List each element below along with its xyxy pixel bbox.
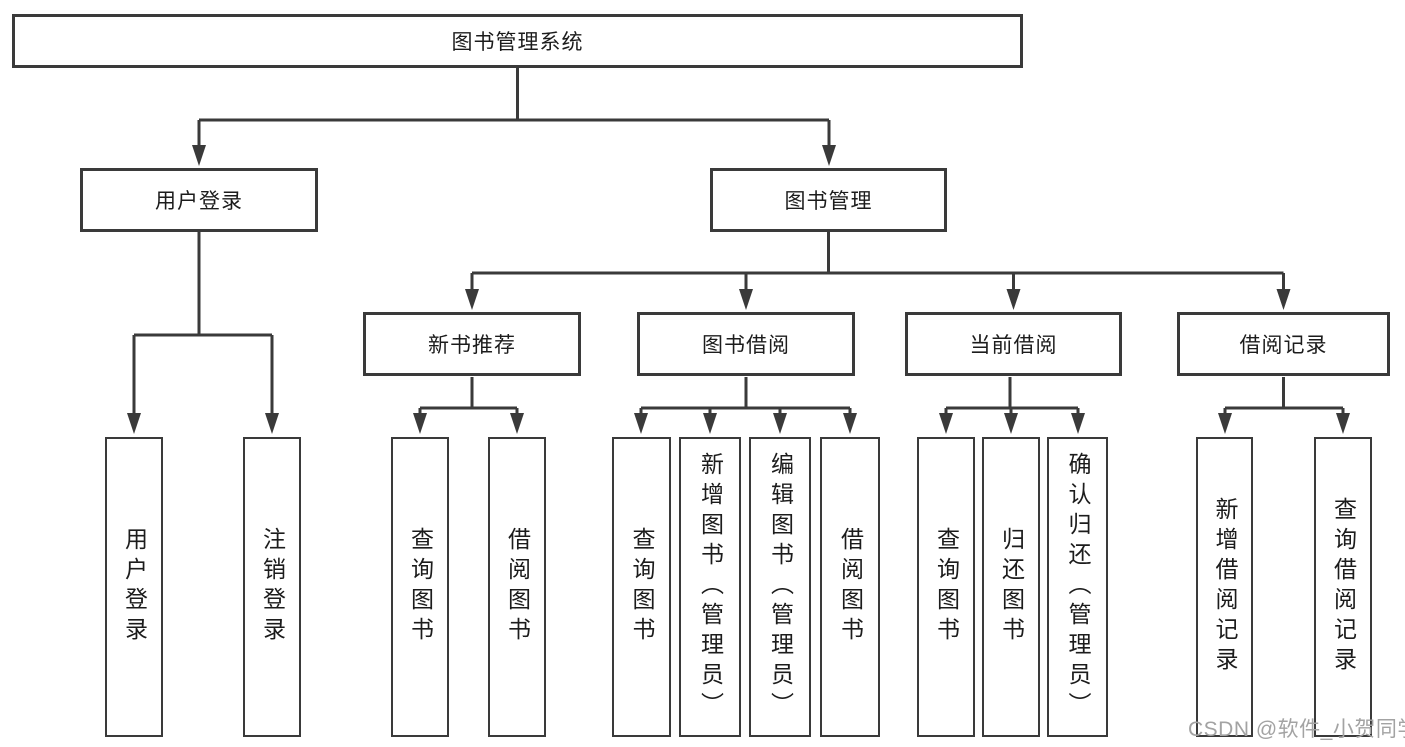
leaf-label: 新增图书（管理员） [697,452,724,722]
node-book-borrow: 图书借阅 [637,312,855,376]
connector-borrow-records [1223,377,1345,418]
leaf-confirm-return-admin: 确认归还（管理员） [1047,437,1108,737]
leaf-add-book-admin: 新增图书（管理员） [679,437,741,737]
leaf-label: 编辑图书（管理员） [767,452,794,722]
node-label: 新书推荐 [428,334,516,357]
leaf-label: 查询图书 [407,527,434,647]
leaf-label: 查询图书 [933,527,960,647]
leaf-label: 注销登录 [259,527,286,647]
leaf-query-books-borrow: 查询图书 [612,437,671,737]
connector-current-borrow [944,377,1080,418]
watermark-text: CSDN @软件_小贺同学 [1188,718,1405,741]
node-book-management: 图书管理 [710,168,947,232]
node-borrow-records: 借阅记录 [1177,312,1390,376]
node-current-borrow: 当前借阅 [905,312,1122,376]
connector-root [197,68,831,150]
node-label: 图书管理系统 [451,31,584,54]
leaf-add-borrow-record: 新增借阅记录 [1196,437,1253,737]
leaf-query-books-current: 查询图书 [917,437,975,737]
leaf-borrow-books: 借阅图书 [820,437,880,737]
node-new-book-recommend: 新书推荐 [363,312,581,376]
leaf-query-books-recommend: 查询图书 [391,437,449,737]
leaf-label: 借阅图书 [504,527,531,647]
leaf-label: 借阅图书 [837,527,864,647]
node-label: 借阅记录 [1239,334,1328,357]
leaf-label: 新增借阅记录 [1212,497,1238,677]
node-label: 用户登录 [155,190,243,213]
leaf-user-login: 用户登录 [105,437,163,737]
connector-book-borrow [639,377,852,418]
leaf-label: 确认归还（管理员） [1065,452,1091,722]
connector-book-management [470,232,1285,294]
node-label: 图书管理 [784,190,873,213]
leaf-label: 查询图书 [629,527,655,647]
connector-user-login [132,232,274,418]
connector-new-book [418,377,519,418]
leaf-edit-book-admin: 编辑图书（管理员） [749,437,811,737]
leaf-label: 用户登录 [121,527,148,647]
leaf-return-book: 归还图书 [982,437,1040,737]
leaf-borrow-books-recommend: 借阅图书 [488,437,546,737]
leaf-label: 归还图书 [998,527,1025,647]
node-library-management-system: 图书管理系统 [12,14,1023,68]
leaf-label: 查询借阅记录 [1330,497,1357,677]
node-user-login: 用户登录 [80,168,318,232]
leaf-query-borrow-record: 查询借阅记录 [1314,437,1372,737]
node-label: 当前借阅 [969,334,1058,357]
node-label: 图书借阅 [702,334,790,357]
leaf-logout: 注销登录 [243,437,301,737]
